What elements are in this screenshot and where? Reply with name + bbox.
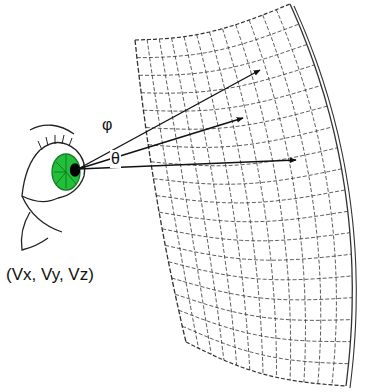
grid-line bbox=[290, 4, 352, 386]
grid-line bbox=[179, 310, 351, 341]
grid-line bbox=[135, 4, 290, 40]
angle-label: φ bbox=[101, 116, 113, 134]
eye-symbol bbox=[21, 125, 84, 250]
grid-line bbox=[263, 15, 321, 384]
grid-line bbox=[184, 37, 237, 366]
angle-label: θ bbox=[110, 150, 121, 168]
grid-line bbox=[143, 85, 321, 111]
grid-line bbox=[135, 40, 186, 342]
grid-line bbox=[159, 211, 348, 222]
grid-line bbox=[141, 65, 314, 93]
grid-line bbox=[294, 6, 356, 388]
grid-line bbox=[162, 229, 350, 241]
grid-line bbox=[165, 245, 351, 260]
grid-line bbox=[186, 342, 346, 386]
grid-line bbox=[137, 24, 299, 58]
viewpoint-label: (Vx, Vy, Vz) bbox=[5, 266, 95, 285]
grid-line bbox=[147, 40, 199, 349]
grid-line bbox=[168, 262, 352, 280]
projection-surface-grid bbox=[135, 4, 356, 388]
grid-line bbox=[139, 45, 307, 76]
grid-line bbox=[151, 148, 338, 166]
grid-line bbox=[182, 326, 348, 364]
grid-line bbox=[175, 294, 352, 320]
grid-line bbox=[154, 169, 342, 184]
grid-line bbox=[159, 39, 211, 354]
grid-line bbox=[172, 278, 353, 300]
grid-line bbox=[156, 190, 345, 203]
grid-line bbox=[148, 127, 333, 147]
view-ray bbox=[78, 70, 296, 169]
